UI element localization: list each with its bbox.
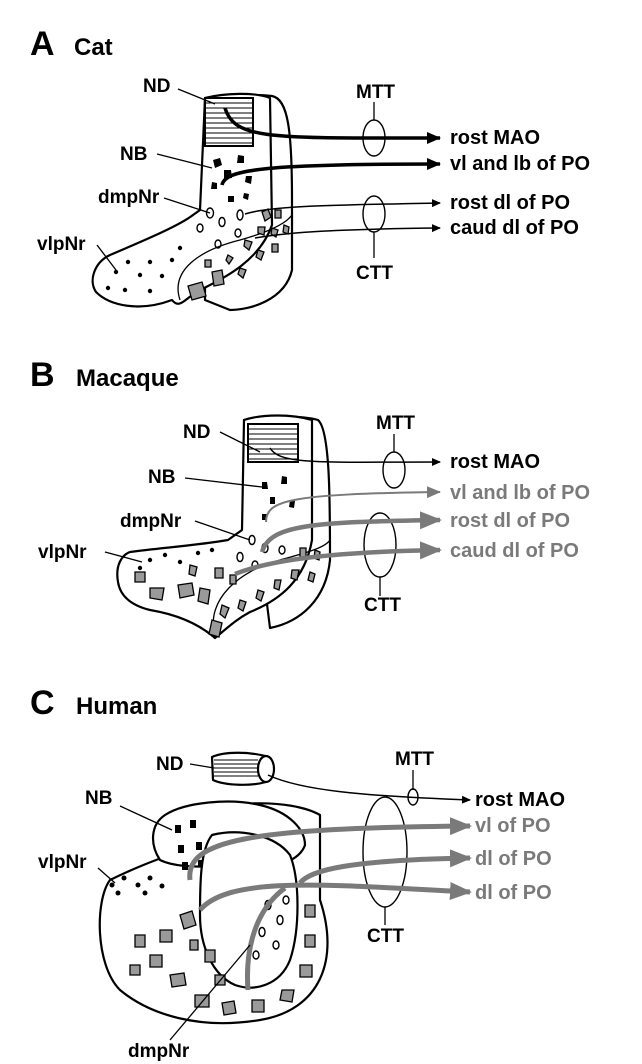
panel-c-arrow-rost-mao [268, 775, 470, 800]
panel-b-label-nb: NB [148, 467, 175, 488]
panel-c-nucleus-drawing [100, 753, 328, 1023]
panel-b-label-dmpnr: dmpNr [120, 511, 182, 532]
panel-b-letter: B [30, 356, 55, 394]
panel-c: C Human [30, 684, 565, 1062]
panel-a-label-dmpnr: dmpNr [98, 187, 160, 208]
panel-a-target-3: rost dl of PO [450, 192, 570, 214]
panel-c-title: Human [76, 693, 157, 720]
panel-b-target-1: rost MAO [450, 451, 540, 473]
panel-b: B Macaque [30, 356, 590, 638]
panel-a-target-1: rost MAO [450, 127, 540, 149]
panel-a-label-ctt: CTT [356, 263, 393, 284]
panel-b-label-ctt: CTT [364, 595, 401, 616]
panel-a-target-2: vl and lb of PO [450, 153, 590, 175]
panel-a-label-nd: ND [143, 76, 170, 97]
panel-c-target-2: vl of PO [475, 815, 551, 837]
panel-a-label-nb: NB [120, 144, 147, 165]
panel-c-label-dmpnr: dmpNr [128, 1041, 190, 1062]
panel-c-label-nb: NB [85, 788, 112, 809]
panel-c-label-vlpnr: vlpNr [38, 852, 87, 873]
panel-a-label-vlpnr: vlpNr [37, 234, 86, 255]
panel-c-target-3: dl of PO [475, 848, 552, 870]
panel-c-label-ctt: CTT [367, 926, 404, 947]
panel-c-target-4: dl of PO [475, 882, 552, 904]
panel-a-ctt-oval [363, 196, 385, 232]
panel-c-label-mtt: MTT [395, 749, 434, 770]
panel-a-label-mtt: MTT [356, 82, 395, 103]
panel-a: A Cat [30, 25, 590, 310]
panel-b-label-mtt: MTT [376, 413, 415, 434]
panel-a-target-4: caud dl of PO [450, 217, 579, 239]
panel-b-title: Macaque [76, 365, 179, 392]
panel-b-label-nd: ND [183, 422, 210, 443]
panel-c-target-1: rost MAO [475, 789, 565, 811]
panel-c-letter: C [30, 684, 55, 722]
panel-a-title: Cat [74, 34, 113, 61]
panel-c-label-nd: ND [156, 754, 183, 775]
panel-a-letter: A [30, 25, 55, 63]
panel-b-target-3: rost dl of PO [450, 510, 570, 532]
panel-b-target-2: vl and lb of PO [450, 482, 590, 504]
panel-b-label-vlpnr: vlpNr [38, 542, 87, 563]
panel-b-mtt-oval [383, 452, 405, 488]
panel-b-target-4: caud dl of PO [450, 540, 579, 562]
